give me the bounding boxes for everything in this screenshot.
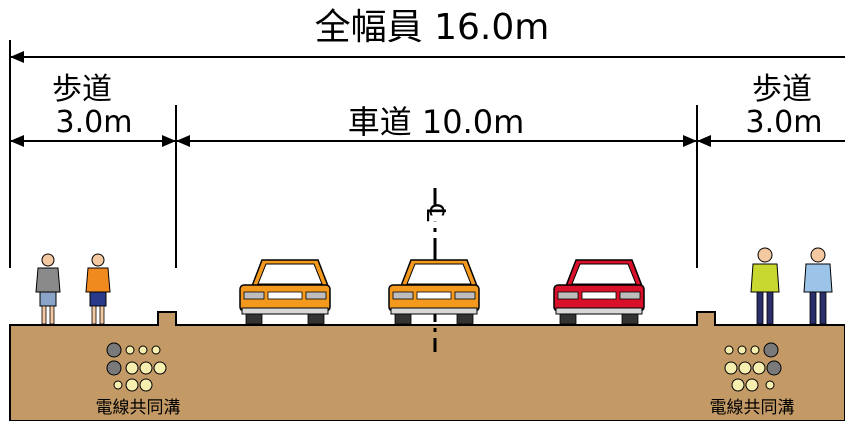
arrow-sub-d <box>683 135 697 147</box>
sidewalk-right-name: 歩道 <box>752 72 812 107</box>
car-center <box>388 259 480 325</box>
centerline-mark: ℄ <box>420 204 450 222</box>
arrow-sub-e <box>697 135 711 147</box>
car-right <box>553 259 645 325</box>
pedestrian-left-2 <box>85 253 111 325</box>
pedestrian-right-1 <box>750 247 780 325</box>
arrow-sub-b <box>162 135 176 147</box>
utility-left-label: 電線共同溝 <box>95 398 181 418</box>
roadway-label: 車道 10.0m <box>347 103 525 141</box>
arrow-sub-c <box>176 135 190 147</box>
ground <box>9 311 845 422</box>
sidewalk-left-width: 3.0m <box>55 105 133 140</box>
sidewalk-left-name: 歩道 <box>52 72 112 107</box>
car-left <box>239 259 331 325</box>
pedestrian-left-1 <box>35 253 61 325</box>
sidewalk-right-width: 3.0m <box>745 105 823 140</box>
utility-right-label: 電線共同溝 <box>709 398 795 418</box>
arrow-sub-a <box>10 135 24 147</box>
total-width-label: 全幅員 16.0m <box>314 7 550 48</box>
utility-conduits-left <box>106 342 167 392</box>
arrow-total-left <box>10 51 24 63</box>
utility-conduits-right <box>724 342 782 392</box>
pedestrian-right-2 <box>803 247 833 325</box>
